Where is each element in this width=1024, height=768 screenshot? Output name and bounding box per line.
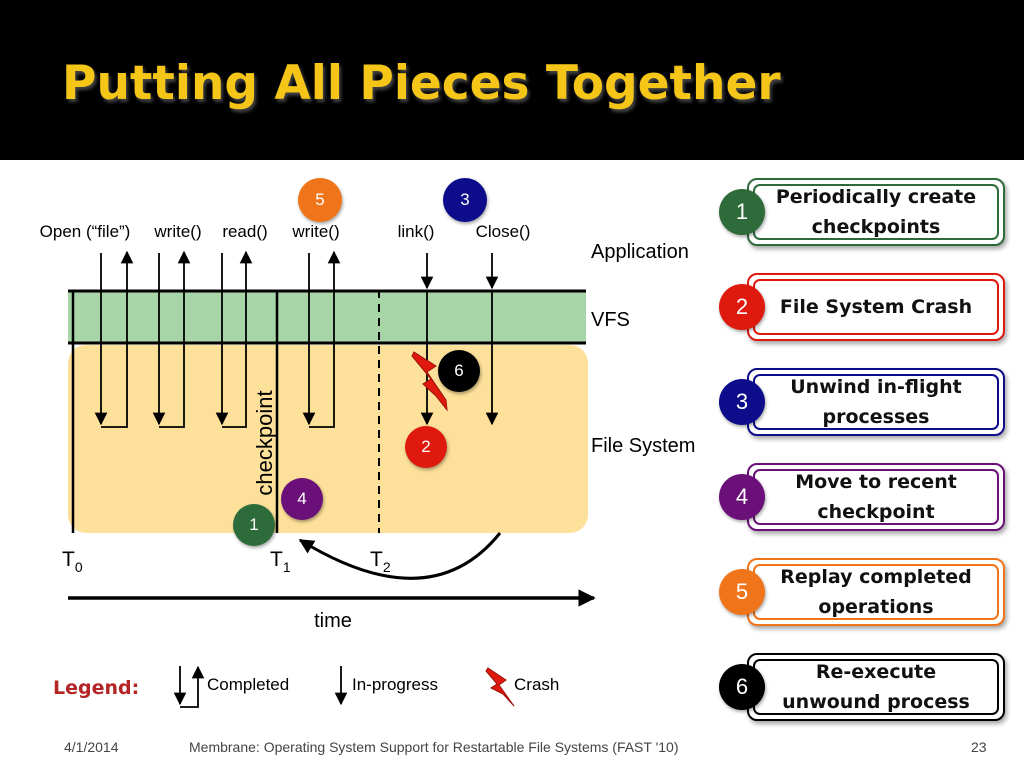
op-label-link: link() <box>398 222 435 241</box>
t0-label: T0 <box>62 548 83 575</box>
op-read-arrows <box>215 250 253 428</box>
marker-5: 5 <box>298 178 342 222</box>
application-label: Application <box>591 241 689 263</box>
checkpoint-label: checkpoint <box>252 390 277 495</box>
step-card-2: File System Crash <box>747 273 1005 341</box>
marker-4: 4 <box>281 478 323 520</box>
op-label-write2: write() <box>291 222 339 241</box>
op-label-open: Open (“file”) <box>40 222 131 241</box>
legend-completed-icon <box>173 665 205 708</box>
footer-caption: Membrane: Operating System Support for R… <box>189 739 679 755</box>
t2-label: T2 <box>370 548 391 575</box>
step-text: Unwind in-flight processes <box>753 374 999 430</box>
step-text: Re-execute unwound process <box>753 659 999 715</box>
op-label-write: write() <box>153 222 201 241</box>
legend-crash-label: Crash <box>514 675 559 694</box>
file-system-layer <box>68 345 588 533</box>
legend-crash-icon <box>485 667 515 707</box>
step-card-5: Replay completed operations <box>747 558 1005 626</box>
step-text: Move to recent checkpoint <box>753 469 999 525</box>
time-label: time <box>314 610 352 632</box>
t1-label: T1 <box>270 548 291 575</box>
crash-bolt-icon <box>411 351 448 412</box>
legend-in-progress-label: In-progress <box>352 675 438 694</box>
step-text: Replay completed operations <box>753 564 999 620</box>
marker-2: 2 <box>405 426 447 468</box>
title-bar: Putting All Pieces Together <box>0 0 1024 160</box>
step-number-badge: 6 <box>719 664 765 710</box>
step-number-badge: 3 <box>719 379 765 425</box>
step-number-badge: 2 <box>719 284 765 330</box>
step-card-4: Move to recent checkpoint <box>747 463 1005 531</box>
marker-6: 6 <box>438 350 480 392</box>
marker-3: 3 <box>443 178 487 222</box>
vfs-layer <box>68 291 586 343</box>
step-number-badge: 5 <box>719 569 765 615</box>
op-label-close: Close() <box>476 222 531 241</box>
legend-completed-label: Completed <box>207 675 289 694</box>
op-write2-arrows <box>302 250 341 428</box>
file-system-label: File System <box>591 435 695 457</box>
slide-title: Putting All Pieces Together <box>62 56 781 111</box>
step-number-badge: 1 <box>719 189 765 235</box>
step-card-1: Periodically create checkpoints <box>747 178 1005 246</box>
step-text: Periodically create checkpoints <box>753 184 999 240</box>
rollback-curve-arrow <box>298 532 502 580</box>
vfs-label: VFS <box>591 309 630 331</box>
op-label-read: read() <box>222 222 267 241</box>
step-text: File System Crash <box>753 279 999 335</box>
footer-date: 4/1/2014 <box>64 739 119 755</box>
op-write-arrows <box>152 250 191 428</box>
legend-title: Legend: <box>53 677 139 699</box>
op-open-arrows <box>94 250 134 428</box>
step-card-6: Re-execute unwound process <box>747 653 1005 721</box>
marker-1: 1 <box>233 504 275 546</box>
step-card-3: Unwind in-flight processes <box>747 368 1005 436</box>
step-number-badge: 4 <box>719 474 765 520</box>
footer-page-number: 23 <box>971 739 987 755</box>
